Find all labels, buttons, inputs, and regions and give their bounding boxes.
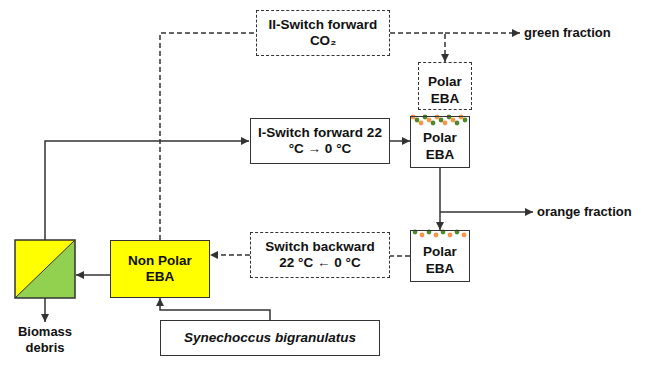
flow-line: [76, 274, 110, 276]
box-text: Polar EBA: [422, 74, 468, 106]
flow-label: green fraction: [524, 25, 644, 41]
particle-dot: [462, 233, 467, 238]
extraction-box: Non Polar EBA: [110, 240, 210, 298]
particle-dot: [415, 118, 420, 123]
particle-dots: [411, 115, 468, 238]
box-text: Polar EBA: [414, 244, 466, 276]
flow-line: [44, 298, 46, 322]
particle-dot: [455, 121, 460, 126]
box-text: Polar EBA: [414, 130, 466, 162]
filter-half: [15, 240, 75, 298]
box-text: Non Polar EBA: [116, 253, 204, 285]
flow-label: orange fraction: [537, 204, 647, 220]
flow-arrow: [210, 254, 250, 256]
particle-dot: [419, 121, 424, 126]
flow-arrow: [390, 255, 410, 257]
process-box: I-Switch forward 22 °C → 0 °C: [250, 118, 390, 164]
flow-arrow: [160, 33, 256, 240]
flow-line: [440, 211, 533, 213]
particle-dot: [448, 233, 453, 238]
particle-dot: [439, 118, 444, 123]
flow-arrow: [160, 298, 270, 320]
flow-line: [445, 32, 520, 34]
box-text: Synechoccus bigranulatus: [184, 330, 356, 346]
filter-outline: [15, 240, 75, 298]
flow-label: Biomass debris: [8, 324, 82, 355]
phase-box: Polar EBA: [410, 230, 470, 282]
flow-arrow: [439, 168, 441, 230]
particle-dot: [431, 121, 436, 126]
box-text: I-Switch forward 22 °C → 0 °C: [256, 125, 384, 157]
flow-arrow: [390, 140, 410, 142]
filter-membrane: [15, 240, 75, 298]
flow-arrow: [390, 33, 445, 62]
particle-dot: [451, 118, 456, 123]
process-box: II-Switch forward CO₂: [256, 10, 390, 56]
phase-box: Polar EBA: [418, 62, 472, 110]
phase-box: Polar EBA: [410, 116, 470, 168]
process-box: Switch backward 22 °C ← 0 °C: [250, 232, 390, 278]
particle-dot: [420, 233, 425, 238]
particle-dot: [463, 118, 468, 123]
filter-half: [15, 240, 75, 298]
particle-dot: [427, 118, 432, 123]
box-text: Switch backward 22 °C ← 0 °C: [256, 239, 384, 271]
particle-dot: [443, 121, 448, 126]
particle-dot: [434, 233, 439, 238]
source-box: Synechoccus bigranulatus: [160, 320, 380, 356]
flow-line: [45, 141, 249, 240]
box-text: II-Switch forward CO₂: [262, 17, 384, 49]
